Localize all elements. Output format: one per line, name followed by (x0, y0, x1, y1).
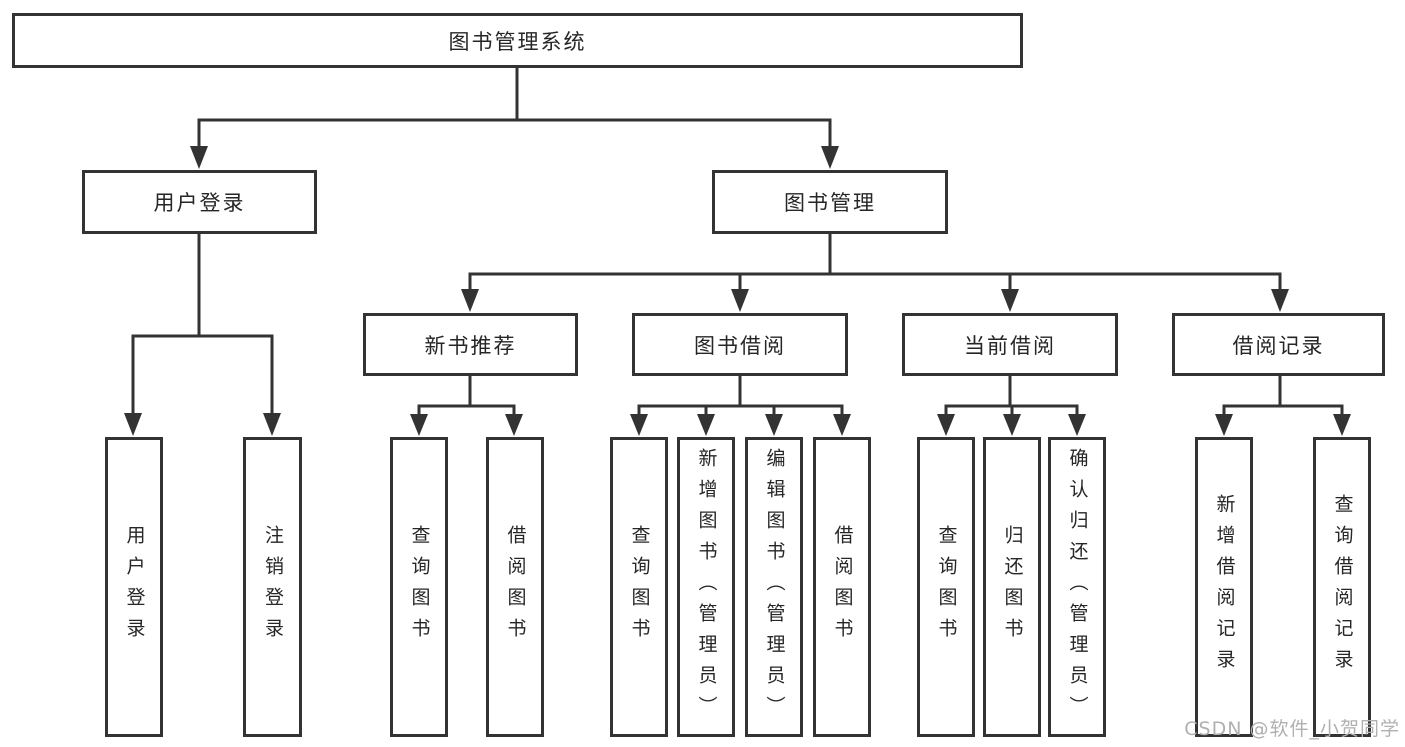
leaf-add-borrow-record: 新增借阅记录 (1195, 437, 1253, 737)
arrowhead (731, 289, 749, 312)
leaf-confirm-return-admin: 确认归还（管理员） (1048, 437, 1106, 737)
node-book-management: 图书管理 (712, 170, 948, 234)
arrowhead (461, 289, 479, 312)
leaf-borrow-books-recommend: 借阅图书 (486, 437, 544, 737)
arrowhead (505, 414, 523, 436)
leaf-edit-books-admin: 编辑图书（管理员） (745, 437, 803, 737)
arrowhead (190, 146, 208, 169)
connector-user-login-to-leaves (124, 234, 281, 436)
arrowhead (1271, 289, 1289, 312)
connector-current-borrow-to-leaves (937, 376, 1086, 436)
connector-new-book-rec-to-leaves (410, 376, 523, 436)
leaf-query-borrow-record: 查询借阅记录 (1313, 437, 1371, 737)
connector-book-borrow-to-leaves (630, 376, 851, 436)
node-borrow-records: 借阅记录 (1172, 313, 1385, 376)
connector-borrow-records-to-leaves (1215, 376, 1351, 436)
arrowhead (765, 414, 783, 436)
leaf-query-books-borrow: 查询图书 (610, 437, 668, 737)
leaf-user-login: 用户登录 (105, 437, 163, 737)
leaf-query-books-recommend: 查询图书 (390, 437, 448, 737)
node-new-book-recommend: 新书推荐 (363, 313, 578, 376)
arrowhead (1333, 414, 1351, 436)
leaf-query-books-current: 查询图书 (917, 437, 975, 737)
node-root-system: 图书管理系统 (12, 13, 1023, 68)
arrowhead (1068, 414, 1086, 436)
arrowhead (937, 414, 955, 436)
leaf-logout: 注销登录 (243, 437, 302, 737)
arrowhead (697, 414, 715, 436)
arrowhead (833, 414, 851, 436)
arrowhead (821, 146, 839, 169)
connector-root-to-branches (190, 68, 839, 169)
node-book-borrow: 图书借阅 (632, 313, 848, 376)
arrowhead (1001, 289, 1019, 312)
leaf-return-books: 归还图书 (983, 437, 1041, 737)
node-user-login: 用户登录 (82, 170, 317, 234)
arrowhead (410, 414, 428, 436)
leaf-add-books-admin: 新增图书（管理员） (677, 437, 735, 737)
csdn-watermark: CSDN @软件_小贺同学 (1184, 718, 1400, 740)
arrowhead (263, 413, 281, 436)
node-current-borrow: 当前借阅 (902, 313, 1118, 376)
arrowhead (1215, 414, 1233, 436)
arrowhead (630, 414, 648, 436)
leaf-borrow-books: 借阅图书 (813, 437, 871, 737)
arrowhead (1003, 414, 1021, 436)
connector-book-management-to-sections (461, 234, 1289, 312)
arrowhead (124, 413, 142, 436)
